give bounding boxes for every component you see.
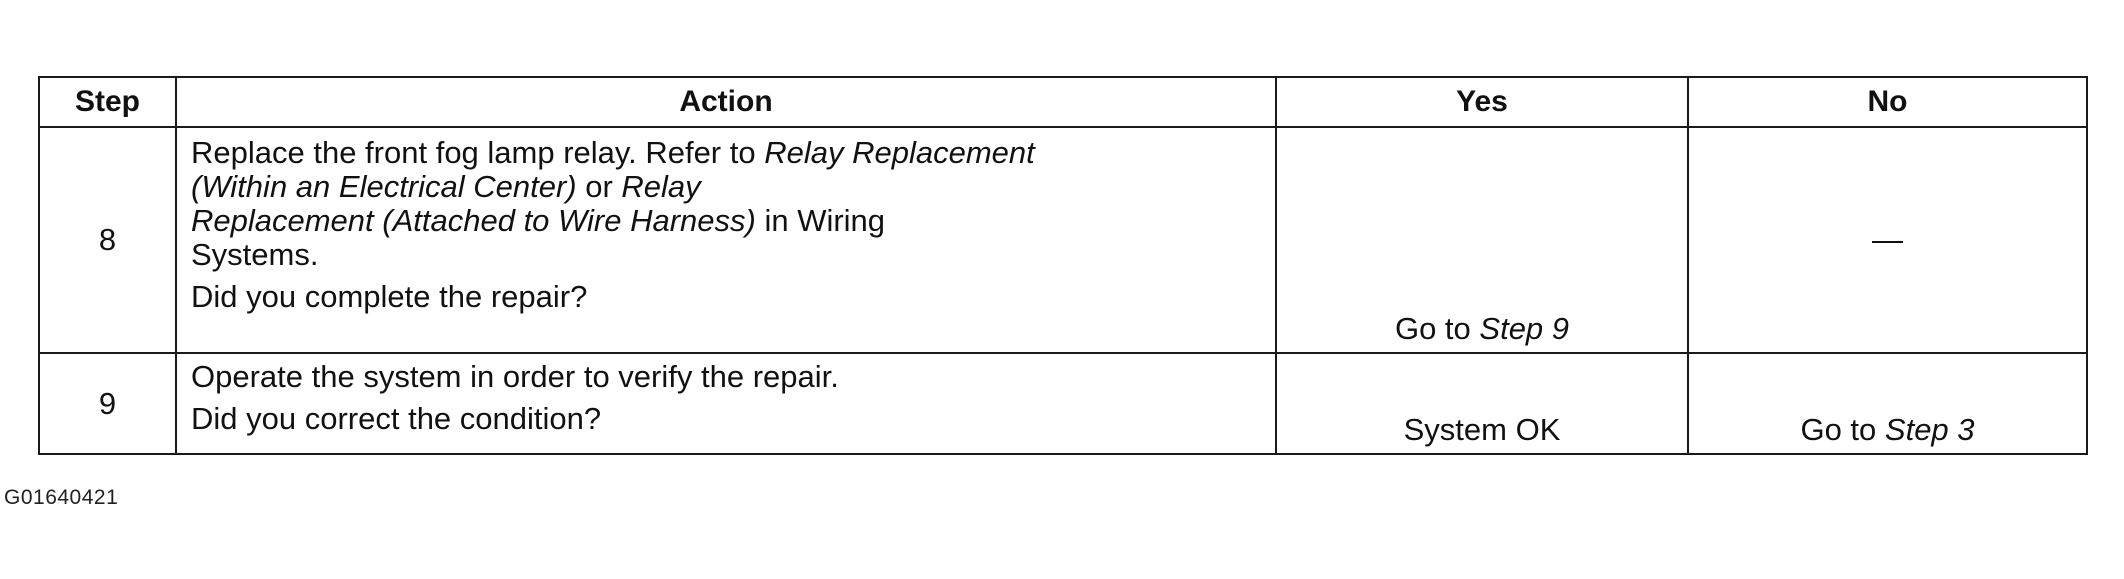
instruction-text: Replace the front fog lamp relay. Refer … <box>191 135 765 170</box>
step-reference: Step 3 <box>1884 412 1975 447</box>
action-cell: Operate the system in order to verify th… <box>175 352 1277 455</box>
action-instruction: Operate the system in order to verify th… <box>191 359 839 394</box>
no-result: Go to Step 3 <box>1687 352 2088 455</box>
instruction-text: in Wiring <box>755 203 886 238</box>
header-yes: Yes <box>1275 76 1689 128</box>
reference-link: Replacement (Attached to Wire Harness) <box>191 203 756 238</box>
step-number: 9 <box>38 352 177 455</box>
action-question: Did you correct the condition? <box>191 401 602 436</box>
header-action: Action <box>175 76 1277 128</box>
header-step: Step <box>38 76 177 128</box>
instruction-text: or <box>576 169 622 204</box>
yes-result: System OK <box>1275 352 1689 455</box>
step-number: 8 <box>38 126 177 354</box>
action-cell: Replace the front fog lamp relay. Refer … <box>175 126 1277 354</box>
yes-result: Go to Step 9 <box>1275 126 1689 354</box>
table-row: 8 Replace the front fog lamp relay. Refe… <box>38 126 2088 354</box>
action-question: Did you complete the repair? <box>191 279 588 314</box>
result-text: Go to <box>1394 311 1480 346</box>
figure-id: G01640421 <box>4 486 119 509</box>
header-row: Step Action Yes No <box>38 76 2088 128</box>
result-dash: — <box>1872 222 1903 257</box>
table-row: 9 Operate the system in order to verify … <box>38 352 2088 455</box>
diagnostic-table: Step Action Yes No 8 Replace the front f… <box>38 76 2088 455</box>
reference-link: Relay Replacement <box>764 135 1035 170</box>
result-text: Go to <box>1800 412 1885 447</box>
header-no: No <box>1687 76 2088 128</box>
step-reference: Step 9 <box>1479 311 1570 346</box>
instruction-text: Systems. <box>191 237 319 272</box>
reference-link: Relay <box>621 169 701 204</box>
no-result: — <box>1687 126 2088 354</box>
reference-link: (Within an Electrical Center) <box>191 169 577 204</box>
action-instruction: Replace the front fog lamp relay. Refer … <box>191 128 1261 272</box>
